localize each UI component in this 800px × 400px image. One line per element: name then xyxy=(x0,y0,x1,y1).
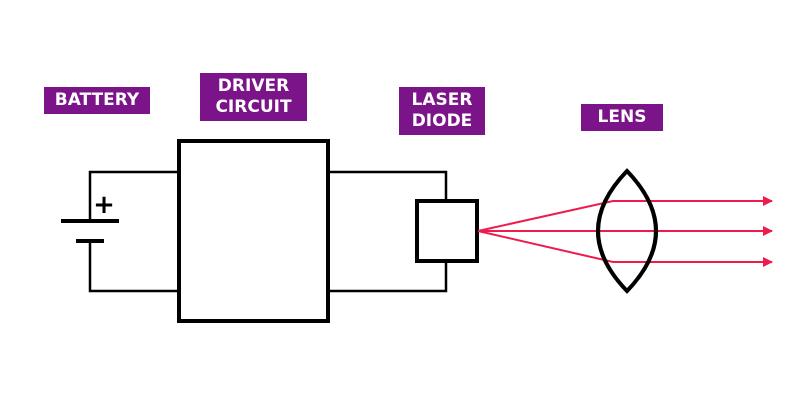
driver-circuit-label: DRIVER CIRCUIT xyxy=(200,73,307,121)
driver-circuit-box xyxy=(177,139,330,323)
lens-label: LENS xyxy=(581,104,663,131)
laser-diode-label-line-2: DIODE xyxy=(411,111,473,131)
battery-bottom-wire xyxy=(88,240,180,293)
battery-polarity-symbol: + xyxy=(93,190,115,220)
driver-circuit-label-line-1: DRIVER xyxy=(217,76,290,96)
lens-label-line: LENS xyxy=(597,107,647,127)
laser-beam-top xyxy=(477,196,773,232)
driver-circuit-label-line-2: CIRCUIT xyxy=(215,97,292,117)
battery-label-line: BATTERY xyxy=(54,90,140,110)
laser-diode-box xyxy=(415,199,479,263)
laser-diode-label: LASER DIODE xyxy=(399,87,485,135)
driver-to-laser-bottom-wire xyxy=(327,260,448,293)
battery-top-wire xyxy=(88,170,180,222)
laser-diode-label-line-1: LASER xyxy=(411,90,473,110)
driver-to-laser-top-wire xyxy=(327,170,448,202)
convex-lens xyxy=(596,168,658,294)
battery-label: BATTERY xyxy=(44,87,150,114)
laser-beam-bottom xyxy=(477,230,773,267)
